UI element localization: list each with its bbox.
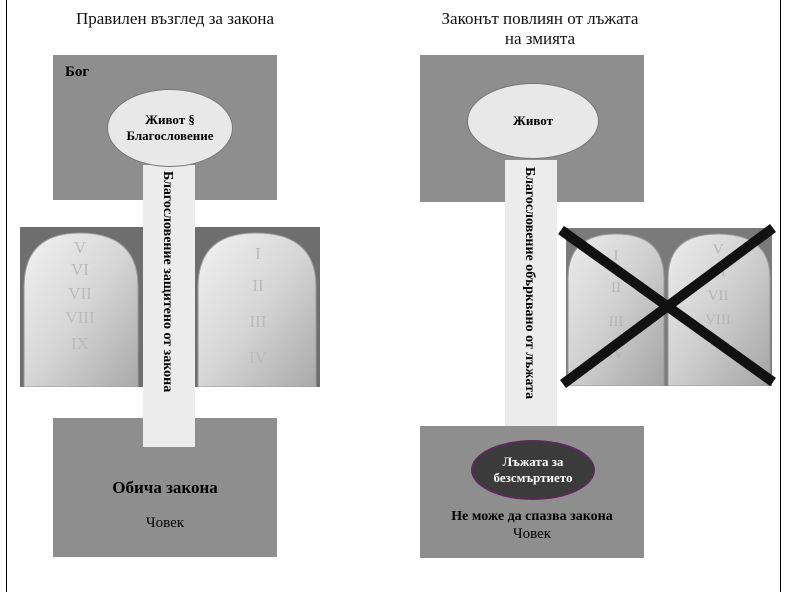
right-heading: Законът повлиян от лъжата на змията	[395, 9, 685, 49]
right-tablets-image: I II III IV V VI VII VIII	[566, 228, 772, 387]
right-tablet-r-numeral: VIII	[705, 312, 731, 328]
right-tablets-svg: I II III IV V VI VII VIII	[566, 228, 772, 387]
immortality-lie-oval: Лъжата за безсмъртието	[471, 440, 595, 500]
left-god-label: Бог	[65, 64, 90, 80]
left-tablet-r-numeral: IV	[249, 348, 268, 367]
right-life-oval: Живот	[467, 83, 599, 159]
right-bottom-title: Не може да спазва закона	[451, 509, 613, 524]
left-tablet-l-numeral: V	[74, 238, 87, 257]
left-tablet-l-numeral: IX	[71, 334, 89, 353]
right-tablet-l-numeral: I	[614, 248, 619, 264]
right-heading-line2: на змията	[504, 29, 576, 48]
frame-left-line	[6, 0, 7, 592]
right-bottom-subtitle: Човек	[512, 526, 552, 542]
dark-oval-line2: безсмъртието	[493, 470, 573, 485]
right-pillar-text: Благословение обърквано от лъжата	[522, 167, 537, 400]
left-bottom-title: Обича закона	[112, 478, 218, 497]
right-tablet-l-numeral: II	[611, 280, 621, 296]
left-tablet-l-numeral: VI	[71, 260, 89, 279]
left-tablet-l-numeral: VII	[68, 284, 92, 303]
left-pillar-text: Благословение защитено от закона	[160, 171, 175, 393]
left-blessing-pillar	[143, 165, 195, 447]
left-tablet-r-numeral: III	[250, 312, 267, 331]
cross-out-icon	[558, 223, 776, 389]
right-tablet-r-numeral: V	[713, 242, 724, 258]
right-heading-line1: Законът повлиян от лъжата	[441, 9, 639, 28]
frame-right-line	[780, 0, 781, 592]
right-tablet-r-numeral: VII	[708, 288, 729, 304]
dark-oval-line1: Лъжата за	[502, 454, 564, 469]
left-tablet-r-numeral: I	[255, 244, 261, 263]
left-oval-line2: Благословение	[126, 128, 214, 143]
right-tablet-l-numeral: III	[609, 314, 624, 330]
left-life-oval: Живот § Благословение	[107, 89, 233, 167]
left-heading: Правилен възглед за закона	[75, 9, 275, 28]
left-tablet-l-numeral: VIII	[65, 308, 95, 327]
right-blessing-pillar	[505, 160, 557, 426]
right-oval-text: Живот	[513, 113, 553, 128]
left-oval-line1: Живот §	[145, 112, 195, 127]
left-bottom-subtitle: Човек	[145, 515, 185, 531]
left-tablet-r-numeral: II	[252, 276, 264, 295]
